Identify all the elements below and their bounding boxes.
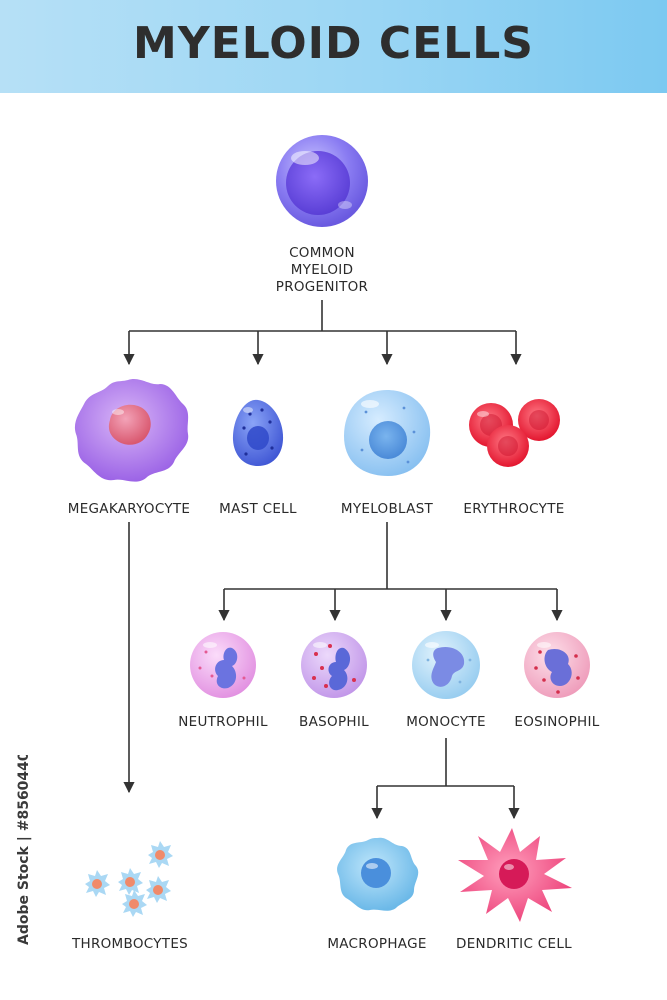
myeloblast-cell-icon [344, 390, 431, 476]
monocyte-label: MONOCYTE [406, 714, 486, 730]
stock-watermark: Adobe Stock | #856044024 [16, 755, 32, 945]
basophil-cell-icon [301, 632, 367, 698]
basophil-label: BASOPHIL [299, 714, 369, 730]
macrophage-cell-icon [337, 837, 419, 911]
connectors [123, 300, 563, 820]
eosinophil-label: EOSINOPHIL [514, 714, 599, 730]
myeloblast-label: MYELOBLAST [341, 501, 434, 517]
erythrocyte-label: ERYTHROCYTE [463, 501, 564, 517]
header-banner: MYELOID CELLS [0, 0, 667, 93]
neutrophil-cell-icon [190, 632, 256, 698]
erythrocyte-cell-icon [469, 399, 560, 467]
progenitor-cell-icon [276, 135, 368, 227]
monocyte-cell-icon [412, 631, 480, 699]
megakaryocyte-label: MEGAKARYOCYTE [68, 501, 191, 517]
progenitor-label-line1: COMMON [289, 245, 355, 261]
page-title: MYELOID CELLS [133, 18, 534, 69]
macrophage-label: MACROPHAGE [327, 936, 426, 952]
thrombocytes-cell-icon [85, 841, 173, 917]
watermark-text: Adobe Stock | #856044024 [16, 755, 32, 945]
dendritic-cell-label: DENDRITIC CELL [456, 936, 572, 952]
dendritic-cell-icon [458, 828, 572, 922]
progenitor-label-line2: MYELOID [291, 262, 354, 278]
mast-cell-icon [232, 399, 284, 466]
megakaryocyte-cell-icon [74, 379, 189, 482]
progenitor-label-line3: PROGENITOR [276, 279, 368, 295]
thrombocytes-label: THROMBOCYTES [71, 936, 188, 952]
mast-cell-label: MAST CELL [219, 501, 297, 517]
eosinophil-cell-icon [524, 632, 590, 698]
neutrophil-label: NEUTROPHIL [178, 714, 268, 730]
